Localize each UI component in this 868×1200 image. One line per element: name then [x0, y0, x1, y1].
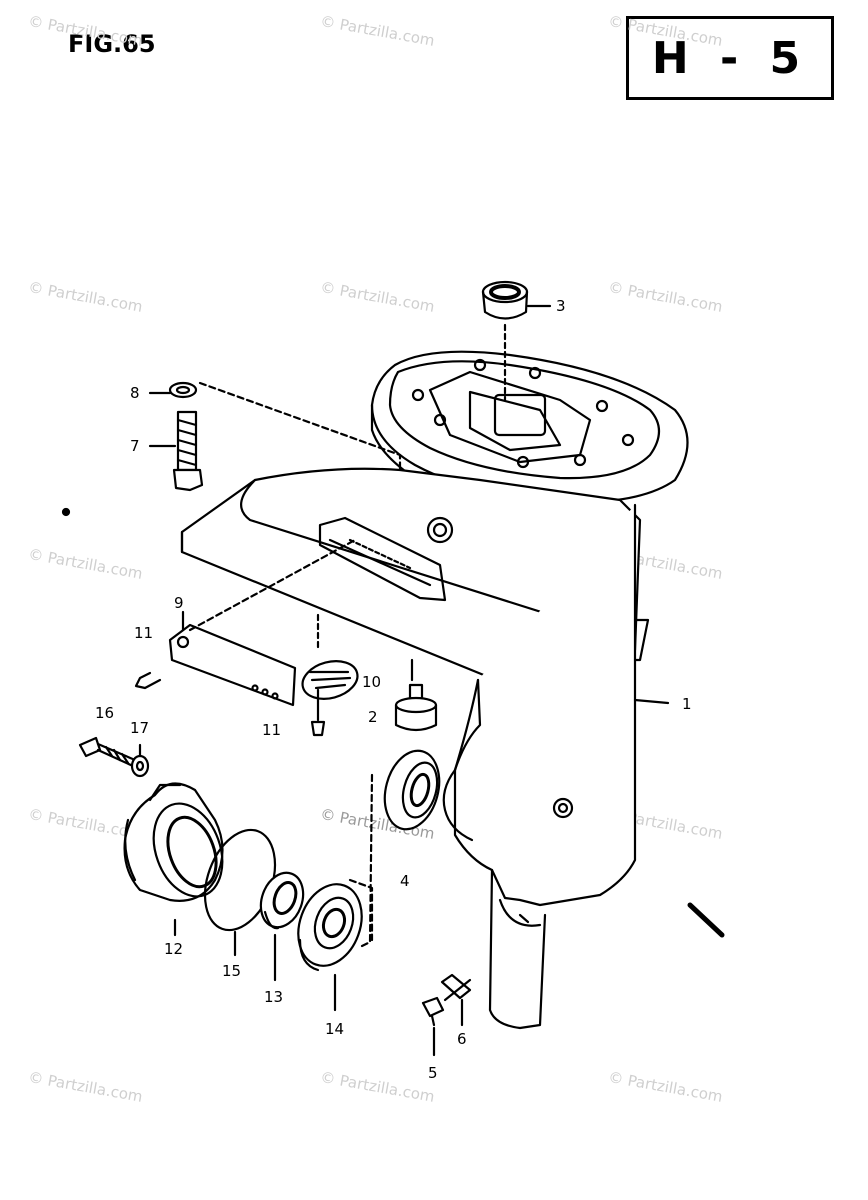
part-13-bearing — [259, 871, 305, 982]
callout-7: 7 — [130, 437, 140, 455]
part-14-bearing — [297, 878, 374, 1012]
callout-13: 13 — [264, 988, 284, 1006]
part-8-washer — [148, 381, 402, 472]
part-1-gear-case — [442, 503, 670, 1030]
part-7-bolt — [148, 410, 204, 492]
part-12-bearing-housing — [123, 782, 224, 937]
part-17-washer — [130, 743, 150, 778]
callout-16: 16 — [95, 704, 115, 722]
callout-11-upper: 11 — [134, 624, 154, 642]
part-10-anode — [301, 613, 359, 737]
part-4-seal — [360, 749, 441, 948]
part-2-grommet — [394, 658, 438, 732]
figure-label: FIG.65 — [68, 30, 156, 58]
callout-15: 15 — [222, 962, 242, 980]
callout-6: 6 — [457, 1030, 467, 1048]
part-3-bushing — [481, 280, 529, 320]
callout-8: 8 — [130, 384, 140, 402]
callout-12: 12 — [164, 940, 184, 958]
section-code-box: H - 5 — [626, 16, 834, 100]
callout-5: 5 — [428, 1064, 438, 1082]
callout-2: 2 — [368, 708, 378, 726]
callout-3: 3 — [556, 297, 566, 315]
callout-14: 14 — [325, 1020, 345, 1038]
callout-4: 4 — [400, 872, 410, 890]
callout-9: 9 — [174, 594, 184, 612]
callout-11-lower: 11 — [262, 721, 282, 739]
part-5-screw — [421, 978, 472, 1057]
part-16-bolt — [78, 736, 137, 768]
callout-17: 17 — [130, 719, 150, 737]
callout-1: 1 — [682, 695, 692, 713]
part-9-plate — [134, 538, 357, 707]
callout-10: 10 — [362, 673, 382, 691]
section-code: H - 5 — [651, 32, 809, 84]
